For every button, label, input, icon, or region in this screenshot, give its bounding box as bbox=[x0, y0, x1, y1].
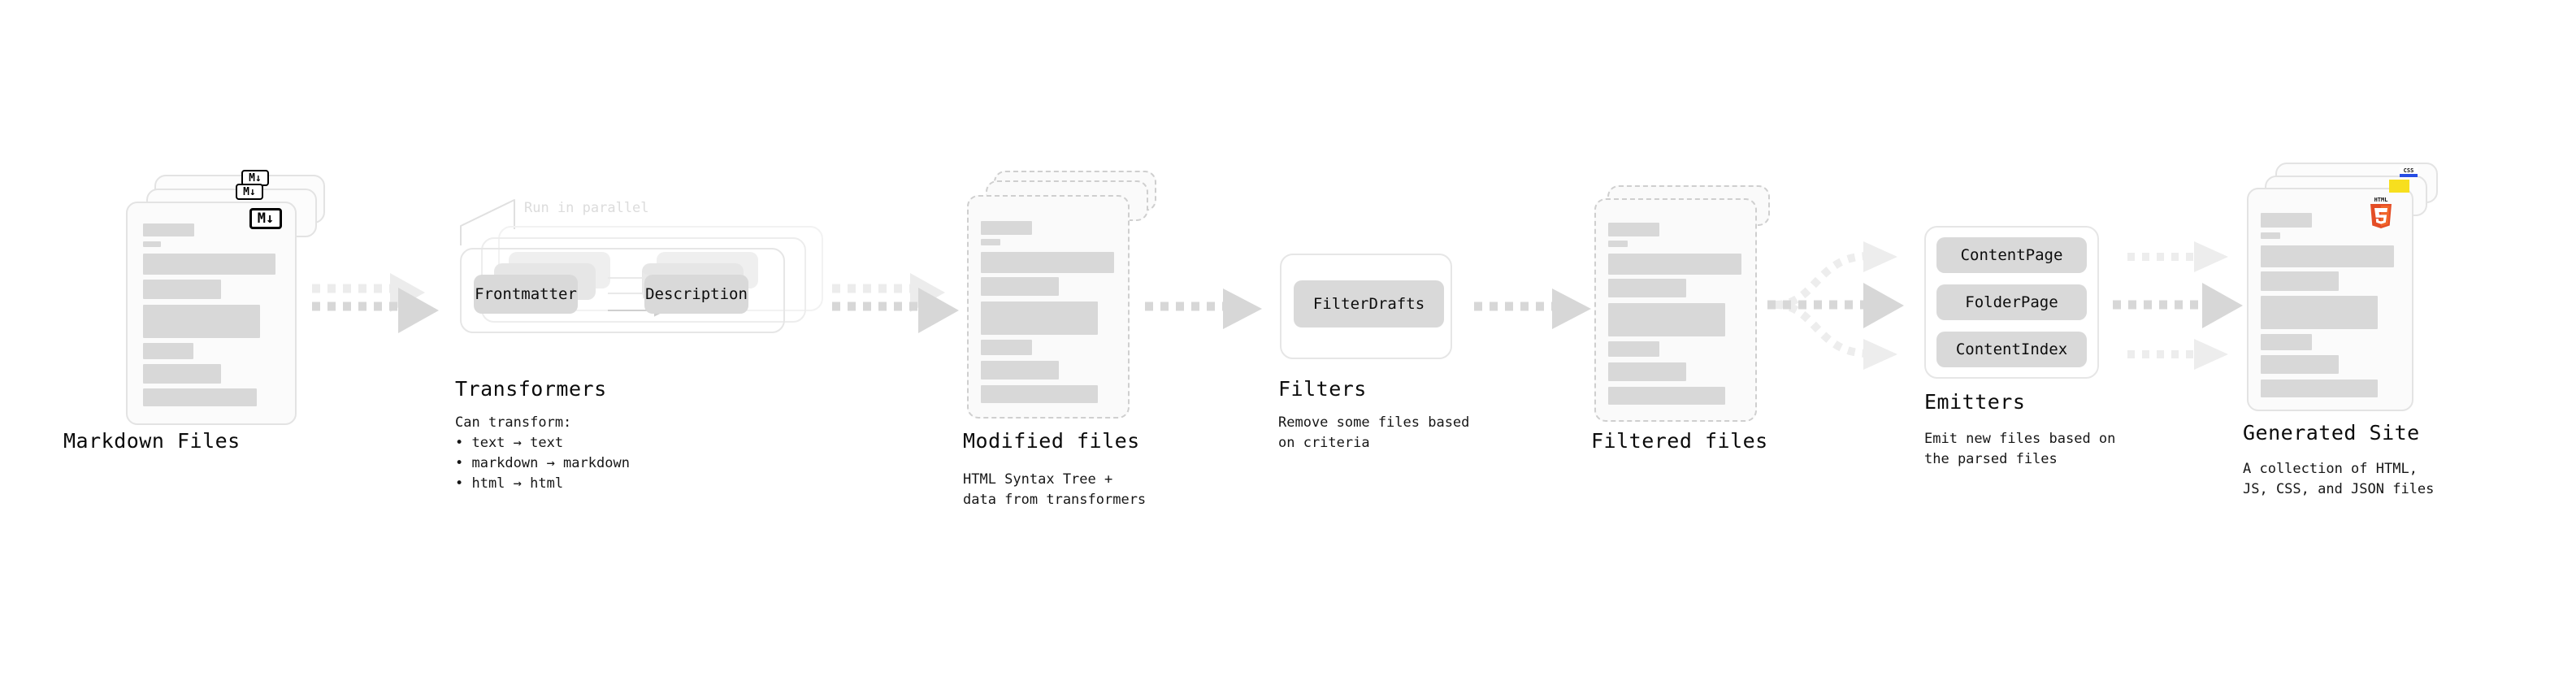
emitters-group bbox=[1924, 226, 2099, 379]
modified-files-subtitle: HTML Syntax Tree + data from transformer… bbox=[963, 471, 1147, 508]
doc-line bbox=[981, 221, 1032, 235]
filters-title: Filters bbox=[1278, 377, 1367, 401]
doc-line bbox=[1608, 341, 1659, 357]
emitters-title: Emitters bbox=[1924, 390, 2026, 414]
js-badge bbox=[2389, 180, 2409, 193]
chip-description-label: Description bbox=[645, 285, 748, 303]
chip-contentindex[interactable]: ContentIndex bbox=[1936, 332, 2087, 367]
modified-files-title: Modified files bbox=[963, 429, 1140, 453]
doc-line bbox=[143, 388, 257, 406]
doc-line bbox=[981, 301, 1098, 335]
connector-filters-to-filtered bbox=[1474, 288, 1591, 329]
connector-markdown-to-transformers bbox=[312, 273, 439, 333]
doc-line bbox=[143, 280, 221, 299]
doc-line bbox=[1608, 387, 1725, 405]
run-in-parallel-label: Run in parallel bbox=[524, 200, 649, 216]
filters-subtitle: Remove some files based on criteria bbox=[1278, 414, 1470, 451]
connector-modified-to-filters bbox=[1145, 288, 1262, 329]
css-badge-label: CSS bbox=[2403, 167, 2414, 174]
doc-line bbox=[2261, 355, 2339, 374]
connector-filtered-to-emitters bbox=[1767, 241, 1904, 370]
chip-folderpage[interactable]: FolderPage bbox=[1936, 284, 2087, 320]
doc-line bbox=[143, 364, 221, 384]
doc-line bbox=[143, 343, 193, 359]
run-in-parallel-bracket bbox=[460, 199, 515, 245]
html5-icon: HTML bbox=[2366, 195, 2396, 229]
generated-site-subtitle: A collection of HTML, JS, CSS, and JSON … bbox=[2243, 461, 2435, 497]
doc-line bbox=[981, 252, 1114, 273]
doc-line bbox=[143, 223, 194, 236]
doc-line bbox=[2261, 334, 2312, 350]
doc-line bbox=[981, 385, 1098, 403]
doc-line bbox=[981, 361, 1059, 380]
connector-emitters-to-site bbox=[2113, 241, 2243, 370]
doc-line bbox=[143, 254, 275, 275]
chip-filterdrafts-label: FilterDrafts bbox=[1312, 295, 1425, 313]
emitters-subtitle: Emit new files based on the parsed files bbox=[1924, 431, 2116, 467]
doc-line bbox=[143, 241, 161, 247]
doc-line bbox=[981, 239, 1000, 245]
doc-line bbox=[1608, 303, 1725, 336]
chip-contentpage[interactable]: ContentPage bbox=[1936, 237, 2087, 273]
generated-site-title: Generated Site bbox=[2243, 421, 2420, 445]
filters-group bbox=[1280, 254, 1452, 359]
markdown-files-title: Markdown Files bbox=[63, 429, 241, 453]
filtered-files-title: Filtered files bbox=[1591, 429, 1768, 453]
chip-folderpage-label: FolderPage bbox=[1965, 293, 2058, 311]
doc-line bbox=[2261, 271, 2339, 291]
chip-frontmatter-label: Frontmatter bbox=[475, 285, 577, 303]
chip-frontmatter[interactable]: Frontmatter bbox=[474, 275, 578, 314]
doc-line bbox=[1608, 254, 1741, 275]
chip-contentpage-label: ContentPage bbox=[1960, 246, 2063, 264]
css-badge-bar bbox=[2400, 174, 2418, 177]
chip-filterdrafts[interactable]: FilterDrafts bbox=[1294, 280, 1444, 327]
doc-line bbox=[1608, 279, 1686, 297]
transformers-title: Transformers bbox=[455, 377, 607, 401]
doc-line bbox=[2261, 380, 2378, 397]
doc-line bbox=[143, 305, 260, 338]
doc-line bbox=[981, 277, 1059, 296]
connector-transformers-to-modified bbox=[832, 273, 959, 333]
doc-line bbox=[1608, 241, 1628, 247]
svg-text:HTML: HTML bbox=[2374, 197, 2388, 203]
doc-line bbox=[2261, 245, 2394, 267]
doc-line bbox=[2261, 296, 2378, 329]
markdown-badge-mid: M↓ bbox=[236, 184, 263, 200]
css-badge: CSS bbox=[2400, 167, 2418, 178]
doc-line bbox=[1608, 362, 1686, 381]
transformers-subtitle: Can transform: • text → text • markdown … bbox=[455, 414, 630, 492]
chip-contentindex-label: ContentIndex bbox=[1955, 340, 2068, 358]
doc-line bbox=[1608, 223, 1659, 236]
doc-line bbox=[2261, 213, 2312, 228]
chip-description[interactable]: Description bbox=[644, 275, 748, 314]
transformer-group-front bbox=[460, 248, 785, 333]
doc-line bbox=[981, 340, 1032, 355]
doc-line bbox=[2261, 232, 2280, 239]
markdown-badge: M↓ bbox=[249, 208, 282, 229]
